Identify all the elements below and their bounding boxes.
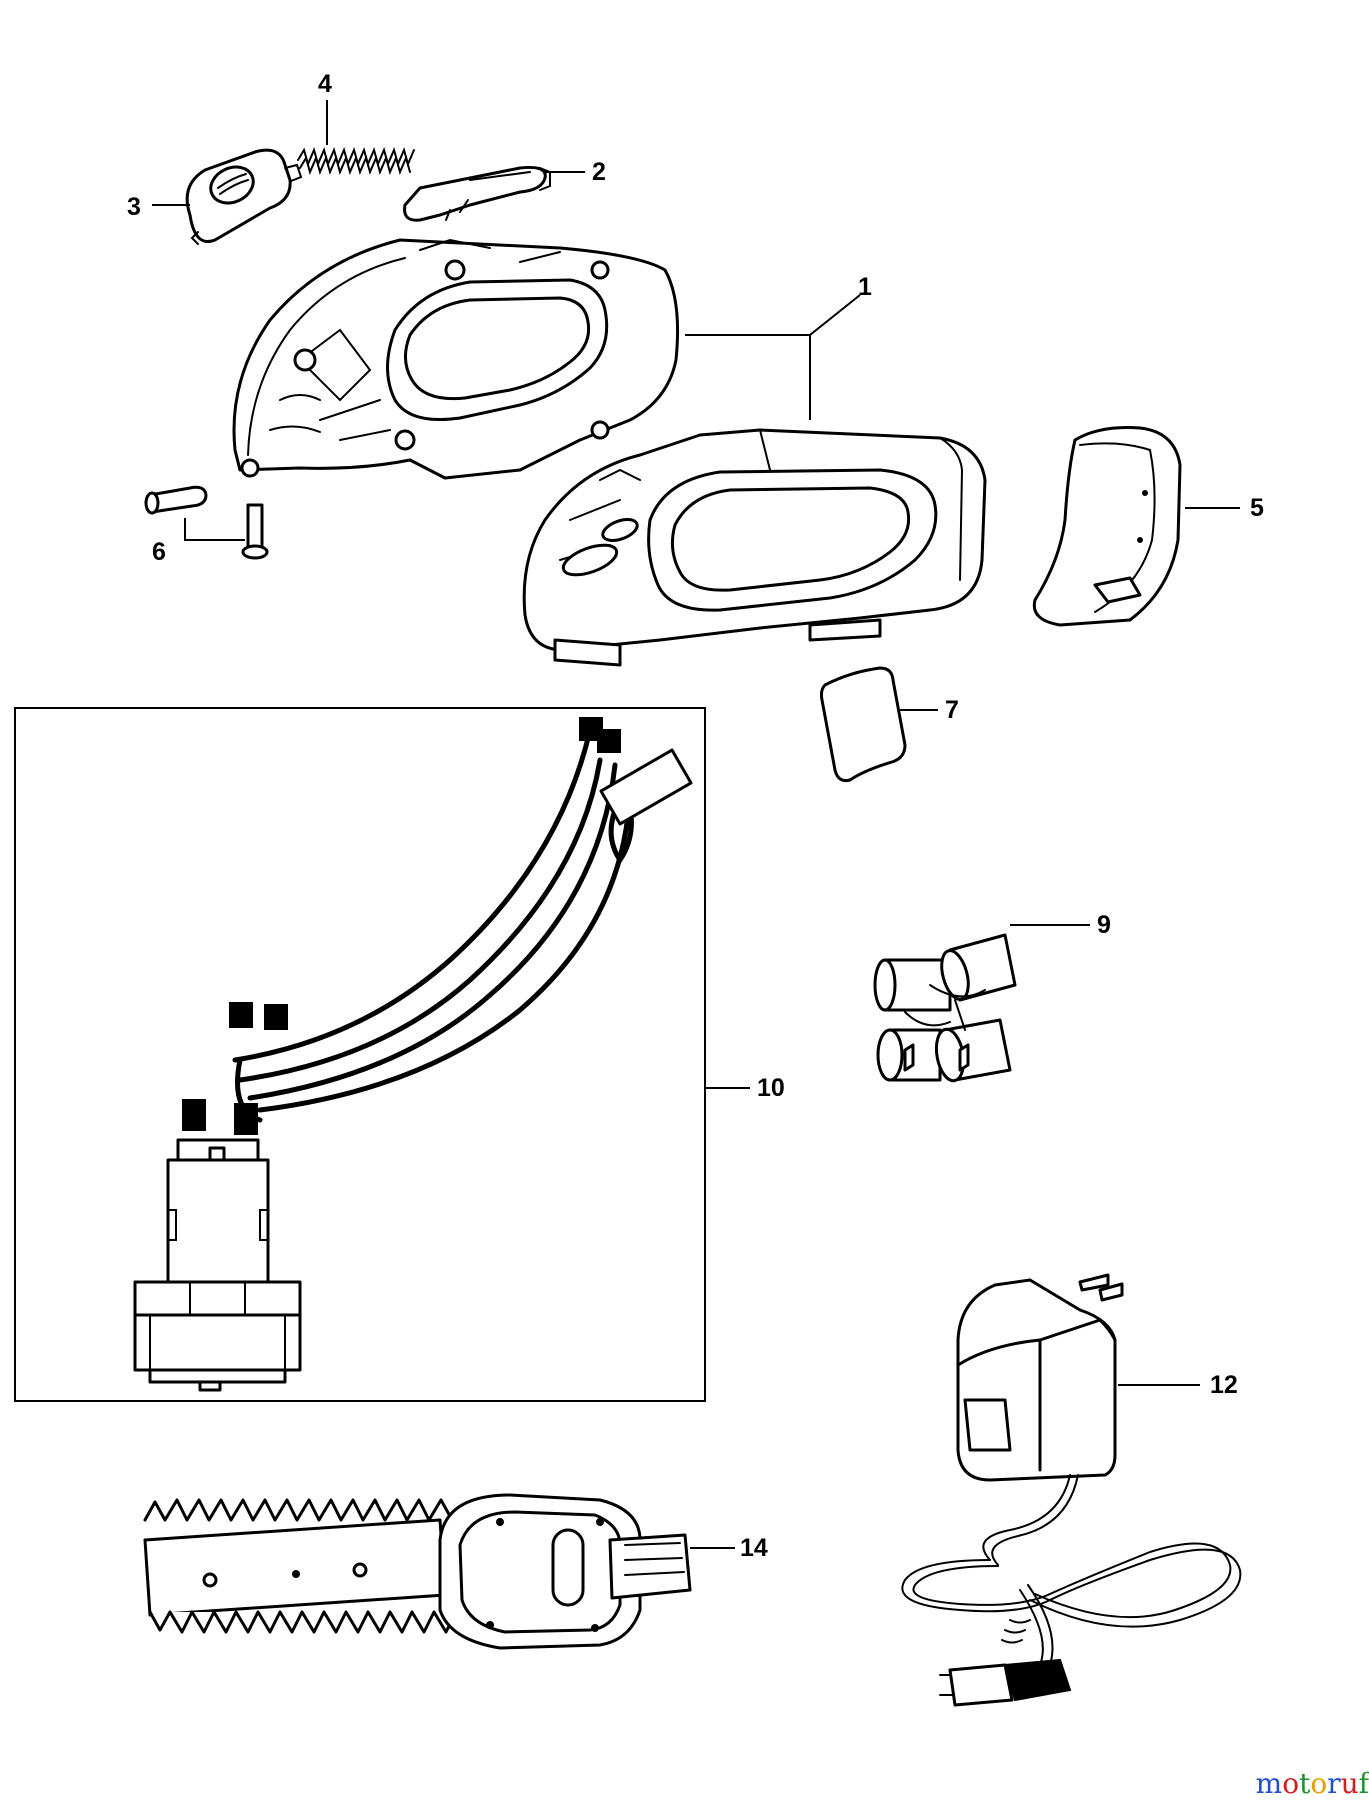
callout-2: 2: [592, 158, 606, 186]
part-end-cap: [1032, 426, 1182, 627]
watermark-letter: t: [1299, 1767, 1311, 1800]
callout-9: 9: [1097, 911, 1111, 939]
callout-1: 1: [858, 273, 872, 301]
callout-14: 14: [740, 1534, 768, 1562]
watermark-letter: o: [1310, 1767, 1328, 1800]
watermark-letter: u: [1340, 1767, 1359, 1800]
part-housing-right: [522, 428, 987, 667]
callout-12: 12: [1210, 1371, 1238, 1399]
watermark-letter: r: [1327, 1767, 1341, 1800]
part-label-plate: [819, 666, 907, 782]
callout-4: 4: [318, 70, 332, 98]
watermark-letter: m: [1255, 1767, 1283, 1800]
callout-6: 6: [152, 538, 166, 566]
part-blade-assembly: [143, 1493, 692, 1650]
part-switch-button: [185, 148, 303, 245]
watermark-letter: f: [1358, 1767, 1369, 1800]
motor-assembly-frame: [14, 707, 706, 1402]
watermark-logo: motoruf: [1256, 1767, 1369, 1800]
callout-5: 5: [1250, 494, 1264, 522]
callout-10: 10: [757, 1074, 785, 1102]
watermark-letter: o: [1282, 1767, 1300, 1800]
callout-leaders: [152, 100, 1240, 1549]
part-spring: [297, 147, 415, 175]
part-battery-pack: [873, 933, 1017, 1083]
part-motor-assembly: [133, 717, 693, 1392]
part-screws: [144, 485, 269, 560]
part-charger: [901, 1273, 1242, 1707]
callout-3: 3: [127, 193, 141, 221]
part-housing-left: [232, 238, 680, 480]
callout-7: 7: [945, 696, 959, 724]
part-switch-lever: [403, 166, 551, 222]
